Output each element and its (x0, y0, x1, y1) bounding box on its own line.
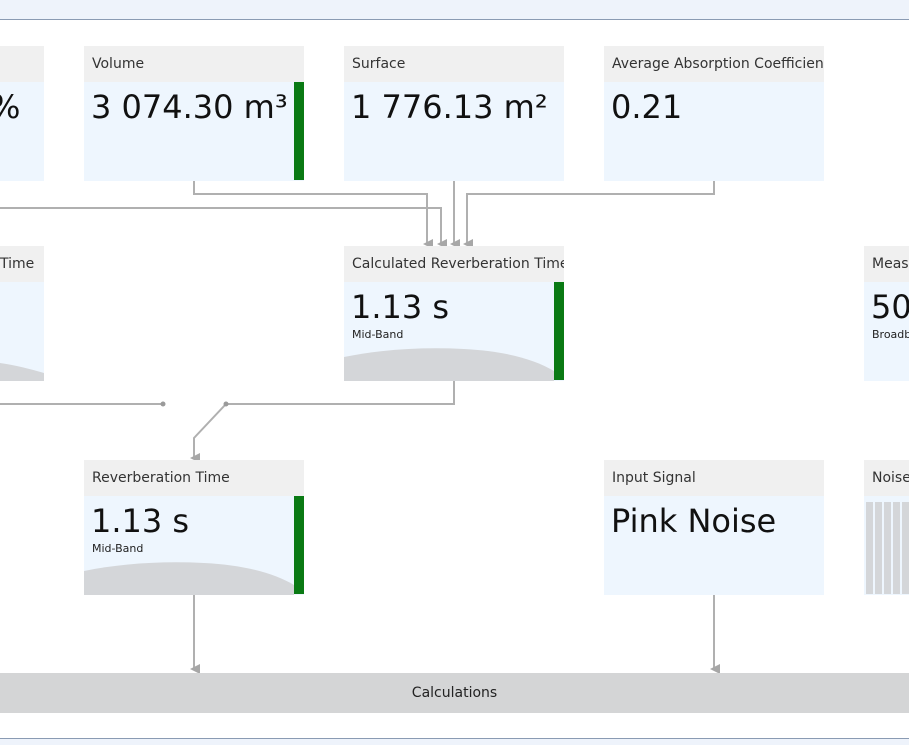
card-value: 0.21 (611, 88, 683, 126)
status-indicator-bar (294, 82, 304, 180)
card-subtitle: Mid-Band (92, 542, 144, 555)
card-body: 1.13 s Mid-Band (344, 282, 564, 381)
card-body: 1 776.13 m² (344, 82, 564, 181)
card-body (0, 282, 44, 381)
switch-node-left (160, 401, 166, 407)
card-partial-left-rt[interactable]: Time (0, 246, 44, 381)
card-calculated-reverberation-time[interactable]: Calculated Reverberation Time 1.13 s Mid… (344, 246, 564, 381)
card-subtitle: Mid-Band (352, 328, 404, 341)
wire-calc-rt-switch (190, 381, 455, 463)
card-input-signal[interactable]: Input Signal Pink Noise (604, 460, 824, 595)
card-body: 3 074.30 m³ (84, 82, 304, 181)
card-reverberation-time[interactable]: Reverberation Time 1.13 s Mid-Band (84, 460, 304, 595)
card-partial-left[interactable]: % (0, 46, 44, 181)
card-value: 1.13 s (91, 502, 190, 540)
switch-node-right (223, 401, 229, 407)
card-body (864, 496, 909, 595)
card-title: Surface (344, 46, 564, 82)
card-title: Reverberation Time (84, 460, 304, 496)
calculations-bar[interactable]: Calculations (0, 673, 909, 713)
card-body: % (0, 82, 44, 181)
card-title: Measu (864, 246, 909, 282)
card-title: Average Absorption Coefficient (604, 46, 824, 82)
card-volume[interactable]: Volume 3 074.30 m³ (84, 46, 304, 181)
card-title: Input Signal (604, 460, 824, 496)
top-toolbar-strip (0, 0, 909, 20)
card-value: 1 776.13 m² (351, 88, 548, 126)
card-surface[interactable]: Surface 1 776.13 m² (344, 46, 564, 181)
card-value: 50 (871, 288, 909, 326)
card-value: 3 074.30 m³ (91, 88, 288, 126)
card-value: Pink Noise (611, 502, 777, 540)
card-noise-partial[interactable]: Noise (864, 460, 909, 595)
noise-spectrum-graphic (866, 502, 909, 594)
decay-curve-graphic (344, 348, 554, 381)
card-subtitle: Broadb (872, 328, 909, 341)
status-indicator-bar (554, 282, 564, 380)
card-title: Time (0, 246, 44, 282)
card-body: 0.21 (604, 82, 824, 181)
card-title: Volume (84, 46, 304, 82)
card-title: Noise (864, 460, 909, 496)
card-header (0, 46, 44, 82)
decay-curve-graphic (0, 363, 44, 381)
card-title: Calculated Reverberation Time (344, 246, 564, 282)
card-body: 1.13 s Mid-Band (84, 496, 304, 595)
status-indicator-bar (294, 496, 304, 594)
card-measured-partial[interactable]: Measu 50 Broadb (864, 246, 909, 381)
wire-volume-to-calc (193, 181, 433, 249)
wire-left-to-calc (0, 207, 447, 249)
card-value: 1.13 s (351, 288, 450, 326)
bottom-status-strip (0, 738, 909, 745)
card-body: Pink Noise (604, 496, 824, 595)
card-absorption-coefficient[interactable]: Average Absorption Coefficient 0.21 (604, 46, 824, 181)
wire-absorption-to-calc (463, 181, 715, 249)
card-value: % (0, 89, 20, 125)
decay-curve-graphic (84, 562, 294, 595)
card-body: 50 Broadb (864, 282, 909, 381)
